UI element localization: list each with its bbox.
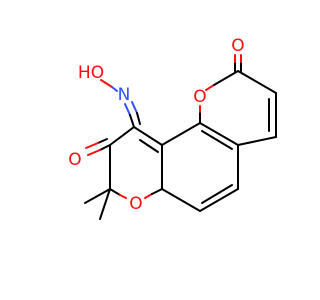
- bond-ar-2-inner: [139, 139, 159, 153]
- bond-ar-6: [199, 188, 239, 212]
- bond-c9-o-ketone-a2: [87, 149, 101, 156]
- atom-label-hydroxyl: HO: [78, 63, 104, 83]
- atom-label-layer: HO N O O O O: [68, 36, 244, 214]
- bond-c8-me2: [99, 188, 111, 220]
- bond-o-pyran-c-b: [151, 188, 163, 195]
- bond-n-c10-a: [124, 103, 131, 116]
- bond-ar-4: [199, 122, 239, 146]
- bond-n-c10-b: [131, 101, 138, 114]
- bond-lac-2b: [213, 70, 239, 86]
- bond-ar-3: [161, 122, 201, 146]
- atom-label-lactone-carbonyl-oxygen: O: [231, 36, 244, 56]
- bond-c8-o-pyran-b: [119, 194, 127, 199]
- atom-label-lactone-ring-oxygen: O: [193, 87, 206, 107]
- bond-n-c10-a2: [129, 114, 135, 128]
- bond-c8-me1: [84, 188, 111, 204]
- bond-lac-2: [205, 84, 215, 91]
- bond-lac-5: [237, 136, 277, 146]
- bond-o-n-b: [111, 86, 118, 92]
- bond-o-n: [100, 79, 113, 88]
- bond-ar-7: [161, 188, 201, 212]
- bond-c9-o-ketone-b: [97, 138, 108, 144]
- bond-lac-3: [237, 70, 277, 94]
- bond-ar-2: [133, 126, 163, 146]
- atom-label-ketone-oxygen: O: [68, 150, 81, 170]
- bond-c8-o-pyran: [109, 188, 121, 196]
- atom-label-pyran-ring-oxygen: O: [129, 194, 142, 214]
- atom-label-oxime-nitrogen: N: [118, 85, 131, 105]
- bond-c9-o-ketone-a: [99, 144, 111, 151]
- bond-c10-c9: [109, 126, 135, 146]
- bond-o-pyran-c: [144, 193, 153, 199]
- bond-layer: [84, 54, 277, 220]
- bond-n-c10-b2: [136, 112, 141, 125]
- molecule-structure-canvas: HO N O O O O: [68, 36, 277, 220]
- bond-c9-o-ketone-b2: [85, 142, 99, 149]
- bond-ar-4-inner: [201, 130, 233, 150]
- bond-ar-6-inner: [201, 184, 233, 204]
